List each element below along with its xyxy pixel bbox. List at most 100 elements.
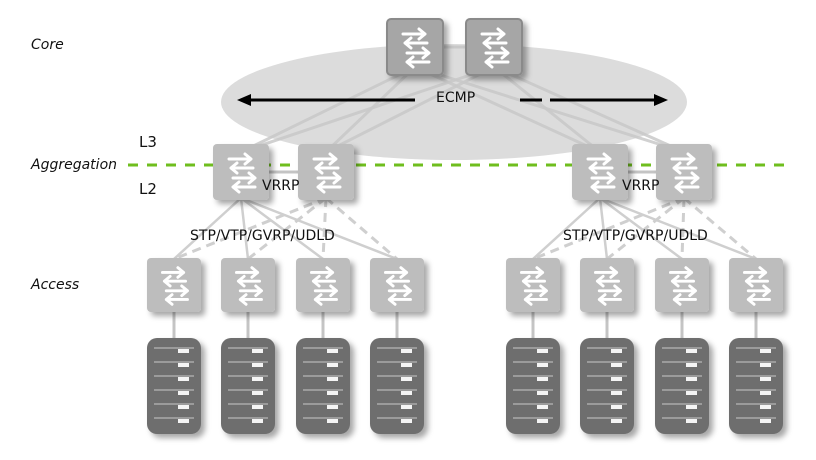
server-body <box>506 338 560 434</box>
server-led <box>327 391 338 395</box>
aggregation-switch <box>298 144 354 200</box>
server-led <box>178 391 189 395</box>
core-agg-link <box>493 65 601 154</box>
server-led <box>760 363 771 367</box>
ecmp-domain <box>221 44 687 160</box>
access-uplink-active <box>599 196 757 261</box>
server-body <box>296 338 350 434</box>
server-led <box>686 405 697 409</box>
server-led <box>401 391 412 395</box>
access-uplink-active <box>532 197 601 260</box>
server-led <box>611 419 622 423</box>
access-uplink-blocked <box>173 196 327 261</box>
server-led <box>760 419 771 423</box>
access-uplink-active <box>240 196 324 261</box>
switch-body <box>580 258 634 312</box>
server-led <box>760 377 771 381</box>
server-led <box>686 391 697 395</box>
server-led <box>178 349 189 353</box>
server-led <box>252 363 263 367</box>
core-agg-link <box>493 65 685 154</box>
server-rack <box>655 338 709 434</box>
core-agg-link <box>414 65 685 154</box>
access-uplink-blocked <box>683 196 757 261</box>
server-led <box>611 391 622 395</box>
server-body <box>147 338 201 434</box>
access-uplink-blocked <box>606 196 685 261</box>
server-led <box>611 349 622 353</box>
server-led <box>537 391 548 395</box>
server-rack <box>506 338 560 434</box>
core-agg-link <box>240 65 416 154</box>
aggregation-switch <box>656 144 712 200</box>
l2-label: L2 <box>139 180 157 198</box>
server-led <box>327 377 338 381</box>
ecmp-label: ECMP <box>436 90 476 106</box>
ecmp-arrow <box>237 94 668 106</box>
core-agg-link <box>414 65 601 154</box>
server-led <box>401 377 412 381</box>
nodes-layer <box>147 18 783 434</box>
server-rack <box>370 338 424 434</box>
switch-body <box>506 258 560 312</box>
switch-body <box>465 18 523 76</box>
server-led <box>401 405 412 409</box>
server-led <box>611 405 622 409</box>
server-led <box>252 391 263 395</box>
server-rack <box>147 338 201 434</box>
server-led <box>686 419 697 423</box>
access-switch <box>580 258 634 312</box>
server-led <box>686 363 697 367</box>
switch-body <box>655 258 709 312</box>
switch-body <box>298 144 354 200</box>
switch-body <box>213 144 269 200</box>
switch-body <box>221 258 275 312</box>
core-agg-link <box>325 65 495 154</box>
server-led <box>760 405 771 409</box>
server-led <box>537 363 548 367</box>
core-agg-link <box>240 65 495 154</box>
access-switch <box>370 258 424 312</box>
access-uplink-active <box>599 196 683 261</box>
server-body <box>580 338 634 434</box>
server-led <box>252 377 263 381</box>
server-led <box>401 363 412 367</box>
server-body <box>729 338 783 434</box>
access-uplink-active <box>239 197 250 260</box>
server-rack <box>296 338 350 434</box>
access-uplink-active <box>240 196 398 261</box>
server-rack <box>221 338 275 434</box>
server-led <box>327 419 338 423</box>
switch-body <box>370 258 424 312</box>
server-led <box>252 405 263 409</box>
layer-label-core: Core <box>31 37 64 53</box>
server-led <box>327 405 338 409</box>
server-led <box>178 405 189 409</box>
access-uplink-active <box>598 197 609 260</box>
vrrp-label-right: VRRP <box>622 178 660 194</box>
server-rack <box>580 338 634 434</box>
switch-body <box>386 18 444 76</box>
server-led <box>611 363 622 367</box>
server-led <box>252 349 263 353</box>
protocols-label-left: STP/VTP/GVRP/UDLD <box>190 228 335 244</box>
server-led <box>760 391 771 395</box>
access-uplink-blocked <box>325 196 398 261</box>
server-rack <box>729 338 783 434</box>
switch-body <box>572 144 628 200</box>
vrrp-label-left: VRRP <box>262 178 300 194</box>
access-uplink-blocked <box>532 196 685 261</box>
server-led <box>760 349 771 353</box>
server-led <box>537 349 548 353</box>
switch-body <box>147 258 201 312</box>
aggregation-switch <box>213 144 269 200</box>
access-switch <box>296 258 350 312</box>
protocols-label-right: STP/VTP/GVRP/UDLD <box>563 228 708 244</box>
server-led <box>401 349 412 353</box>
server-led <box>178 377 189 381</box>
server-body <box>655 338 709 434</box>
l3-label: L3 <box>139 133 157 151</box>
switch-body <box>296 258 350 312</box>
server-led <box>327 363 338 367</box>
